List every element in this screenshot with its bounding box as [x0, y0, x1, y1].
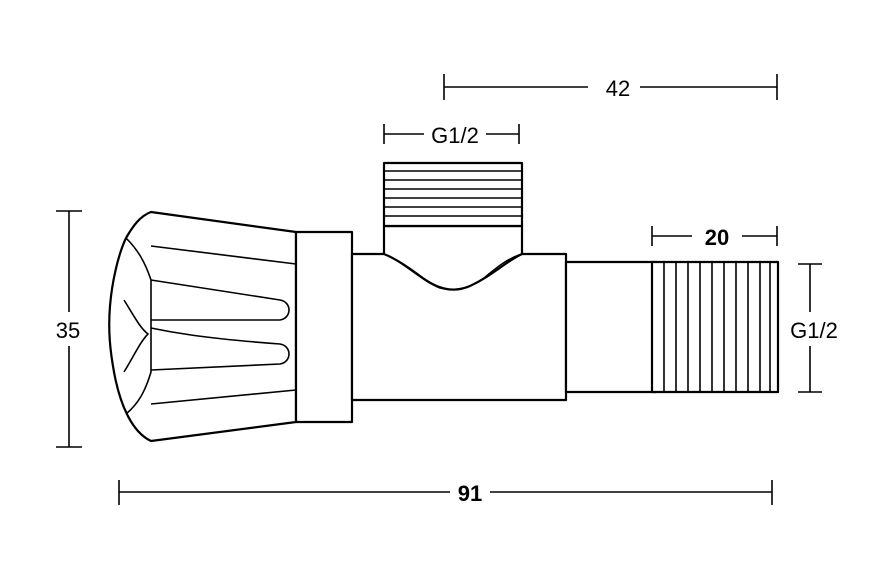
dimension-total-length-label: 91 — [458, 481, 482, 506]
dimension-height: 35 — [56, 210, 82, 448]
dimension-thread-length-label: 20 — [705, 225, 729, 250]
dimension-thread-length: 20 — [651, 225, 778, 250]
valve-collar — [294, 230, 354, 424]
side-thread — [650, 260, 780, 394]
dimension-top-thread: G1/2 — [383, 123, 520, 148]
dimension-top-length-label: 42 — [606, 76, 630, 101]
dimension-top-thread-label: G1/2 — [431, 123, 479, 148]
outlet-shank — [564, 260, 658, 394]
valve-handle — [108, 210, 298, 443]
valve-outline — [108, 161, 780, 443]
dimension-top-length: 42 — [443, 74, 778, 101]
dimension-height-label: 35 — [56, 318, 80, 343]
dimension-side-thread-label: G1/2 — [790, 318, 838, 343]
dimension-total-length: 91 — [118, 480, 773, 506]
dimension-side-thread: G1/2 — [790, 263, 838, 393]
top-thread — [382, 161, 524, 228]
